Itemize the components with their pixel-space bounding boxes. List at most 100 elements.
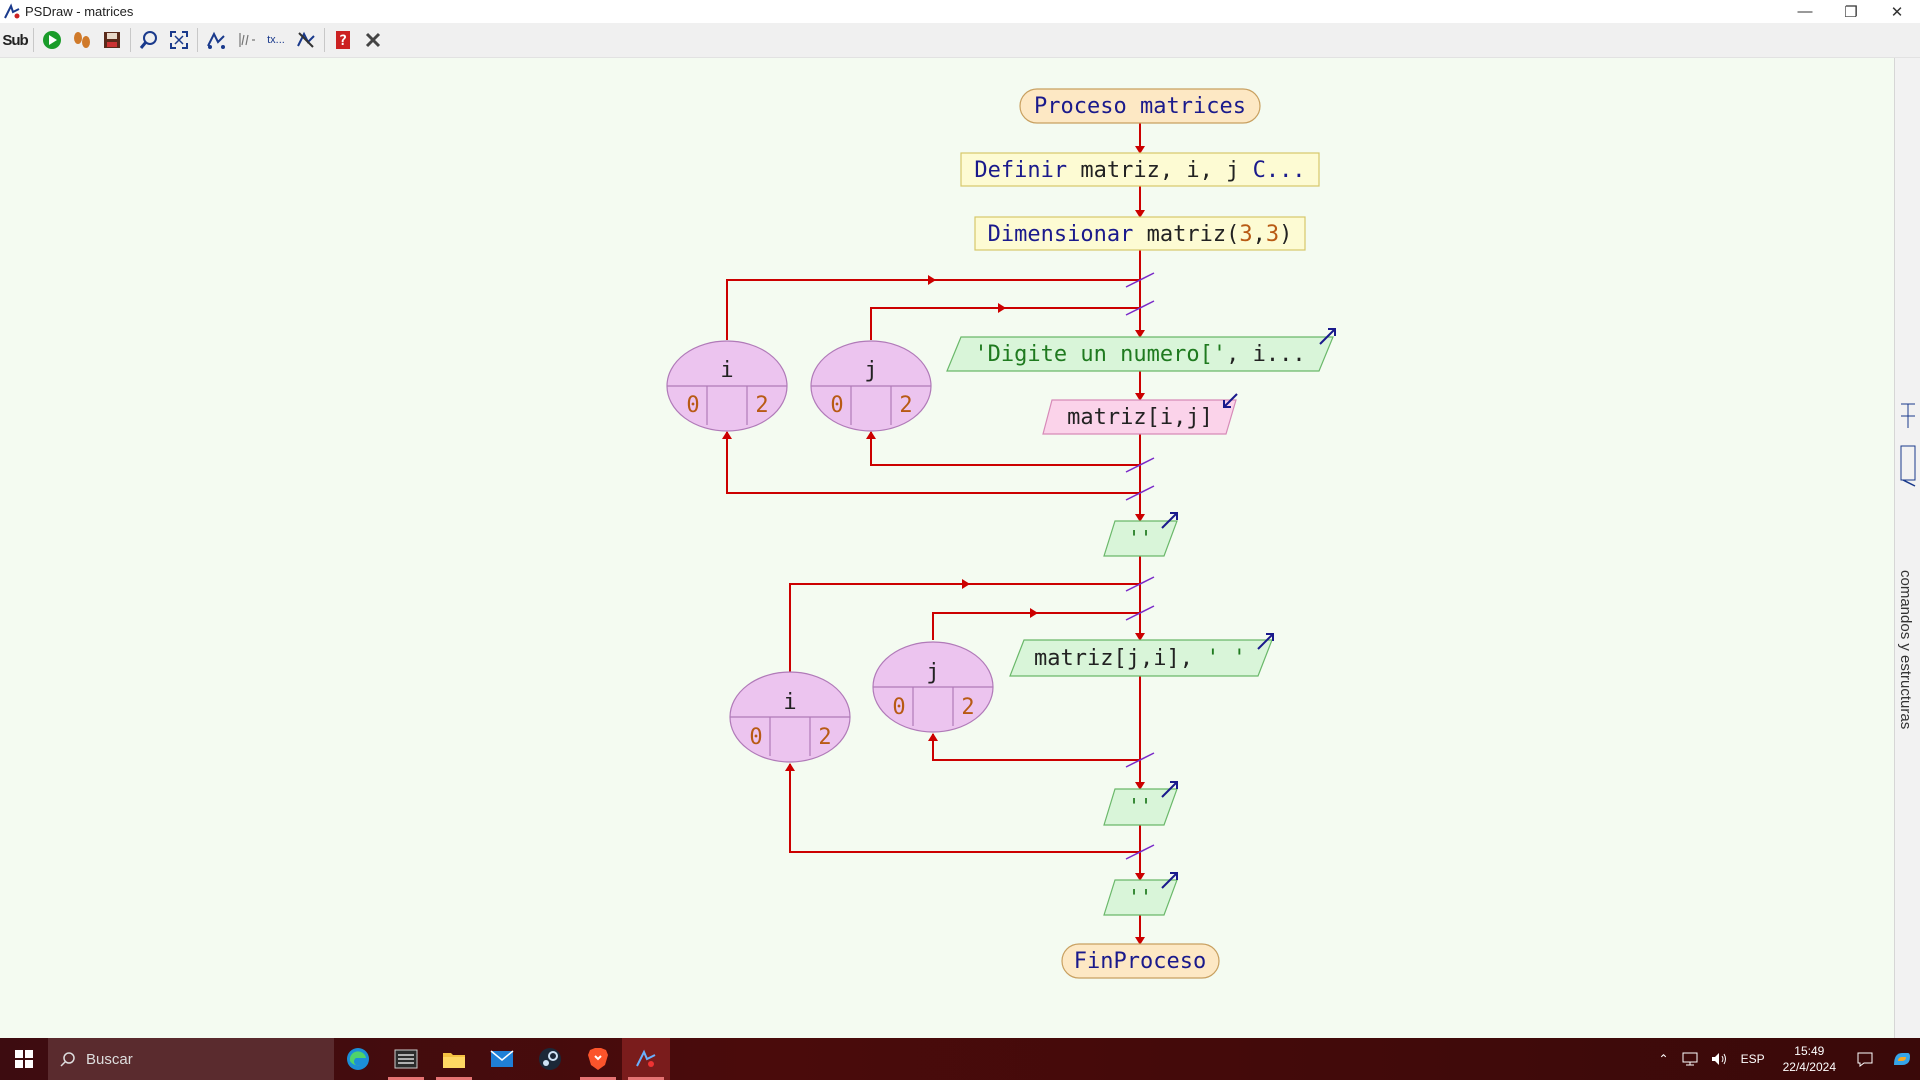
help-button[interactable]: ? (328, 25, 358, 55)
save-button[interactable] (97, 25, 127, 55)
close-button[interactable] (358, 25, 388, 55)
output-arrow-icon (1319, 328, 1336, 345)
sub-button[interactable]: Sub (0, 25, 30, 55)
write-blank-label: '' (1128, 794, 1152, 818)
fit-icon (170, 31, 188, 49)
output-arrow-icon (1161, 872, 1178, 889)
write-node-matrix[interactable]: matriz[j,i], ' ' (1009, 633, 1274, 677)
write-node-newline-1[interactable]: '' (1103, 512, 1178, 557)
for-loop-j-2[interactable]: j 0 2 (872, 641, 994, 733)
network-icon[interactable] (1682, 1051, 1700, 1067)
write-prompt-label: 'Digite un numero[', i... (974, 342, 1305, 367)
zoom-icon (139, 31, 157, 49)
search-placeholder: Buscar (86, 1050, 133, 1068)
toolbar-separator (130, 28, 131, 52)
clock[interactable]: 15:49 22/4/2024 (1783, 1043, 1836, 1075)
brave-icon (588, 1048, 608, 1070)
toolbar-separator (324, 28, 325, 52)
toolbar: Sub tx... ? (0, 23, 1920, 58)
loop-variable: j (864, 358, 877, 383)
start-button[interactable] (0, 1038, 48, 1080)
minimize-button[interactable]: — (1797, 3, 1813, 20)
loop-variable: j (926, 660, 939, 685)
loop-variable: i (783, 690, 796, 715)
title-bar: PSDraw - matrices — ❐ ✕ (0, 0, 1920, 23)
close-icon (365, 32, 381, 48)
style-icon (207, 31, 225, 49)
text-button[interactable]: tx... (261, 25, 291, 55)
psdraw-icon (636, 1049, 656, 1067)
taskbar: Buscar ⌃ ESP 15:49 22/4/2024 (0, 1038, 1920, 1080)
diagram-canvas[interactable]: Proceso matrices Definir matriz, i, j C.… (0, 58, 1894, 1038)
loop-start: 0 (686, 393, 699, 418)
commands-panel-label: comandos y estructuras (1897, 570, 1914, 730)
dimension-node[interactable]: Dimensionar matriz(3,3) (974, 216, 1306, 251)
taskbar-brave[interactable] (574, 1038, 622, 1080)
read-label: matriz[i,j] (1067, 405, 1213, 430)
run-icon (43, 31, 61, 49)
start-node[interactable]: Proceso matrices (1019, 88, 1261, 124)
restore-button[interactable]: ❐ (1844, 3, 1858, 21)
window-title: PSDraw - matrices (25, 4, 134, 19)
run-button[interactable] (37, 25, 67, 55)
loop-variable: i (720, 358, 733, 383)
folder-icon (443, 1053, 465, 1068)
arrow-heads (722, 146, 1145, 945)
end-label: FinProceso (1074, 949, 1206, 974)
output-arrow-icon (1161, 512, 1178, 529)
close-window-button[interactable]: ✕ (1890, 3, 1904, 21)
toolbar-separator (33, 28, 34, 52)
chevron-up-icon[interactable]: ⌃ (1658, 1052, 1669, 1066)
for-loop-i-2[interactable]: i 0 2 (729, 671, 851, 763)
windows-icon (15, 1050, 33, 1068)
system-tray: ⌃ ESP 15:49 22/4/2024 (1651, 1043, 1920, 1075)
app-icon (4, 2, 20, 18)
start-label: Proceso matrices (1034, 94, 1246, 119)
for-loop-j-1[interactable]: j 0 2 (810, 340, 932, 432)
search-icon (60, 1052, 75, 1067)
write-matrix-label: matriz[j,i], ' ' (1034, 646, 1246, 671)
clock-date: 22/4/2024 (1782, 1060, 1836, 1074)
taskbar-file-explorer[interactable] (430, 1038, 478, 1080)
cross-button[interactable] (291, 25, 321, 55)
taskbar-mail[interactable] (478, 1038, 526, 1080)
copilot-icon[interactable] (1890, 1047, 1914, 1071)
svg-text:?: ? (339, 33, 347, 49)
clock-time: 15:49 (1794, 1044, 1825, 1058)
taskbar-app-1[interactable] (382, 1038, 430, 1080)
read-node[interactable]: matriz[i,j] (1042, 393, 1238, 435)
edge-icon (347, 1048, 369, 1070)
zoom-button[interactable] (134, 25, 164, 55)
mail-icon (490, 1050, 514, 1067)
help-icon: ? (336, 31, 350, 49)
taskbar-search[interactable]: Buscar (48, 1038, 334, 1080)
style-button[interactable] (201, 25, 231, 55)
terminal-app-icon (394, 1049, 418, 1069)
comments-button[interactable] (231, 25, 261, 55)
output-arrow-icon (1161, 781, 1178, 798)
output-arrow-icon (1257, 633, 1274, 650)
volume-icon[interactable] (1710, 1051, 1728, 1067)
loop-end: 2 (818, 725, 831, 750)
taskbar-psdraw[interactable] (622, 1038, 670, 1080)
loop-start: 0 (749, 725, 762, 750)
define-node[interactable]: Definir matriz, i, j C... (960, 152, 1320, 187)
taskbar-steam[interactable] (526, 1038, 574, 1080)
comments-icon (239, 33, 255, 47)
end-node[interactable]: FinProceso (1061, 943, 1220, 979)
write-node-newline-3[interactable]: '' (1103, 872, 1178, 916)
taskbar-edge[interactable] (334, 1038, 382, 1080)
for-loop-i-1[interactable]: i 0 2 (666, 340, 788, 432)
fit-button[interactable] (164, 25, 194, 55)
save-icon (104, 32, 120, 48)
language-indicator[interactable]: ESP (1740, 1052, 1765, 1066)
commands-panel-tab[interactable]: comandos y estructuras (1894, 58, 1920, 1038)
toolbar-separator (197, 28, 198, 52)
write-node-newline-2[interactable]: '' (1103, 781, 1178, 826)
step-button[interactable] (67, 25, 97, 55)
text-icon: tx... (267, 34, 285, 46)
loop-end: 2 (961, 695, 974, 720)
notification-icon[interactable] (1856, 1051, 1874, 1067)
steam-icon (539, 1048, 561, 1070)
write-node-prompt[interactable]: 'Digite un numero[', i... (946, 328, 1336, 372)
